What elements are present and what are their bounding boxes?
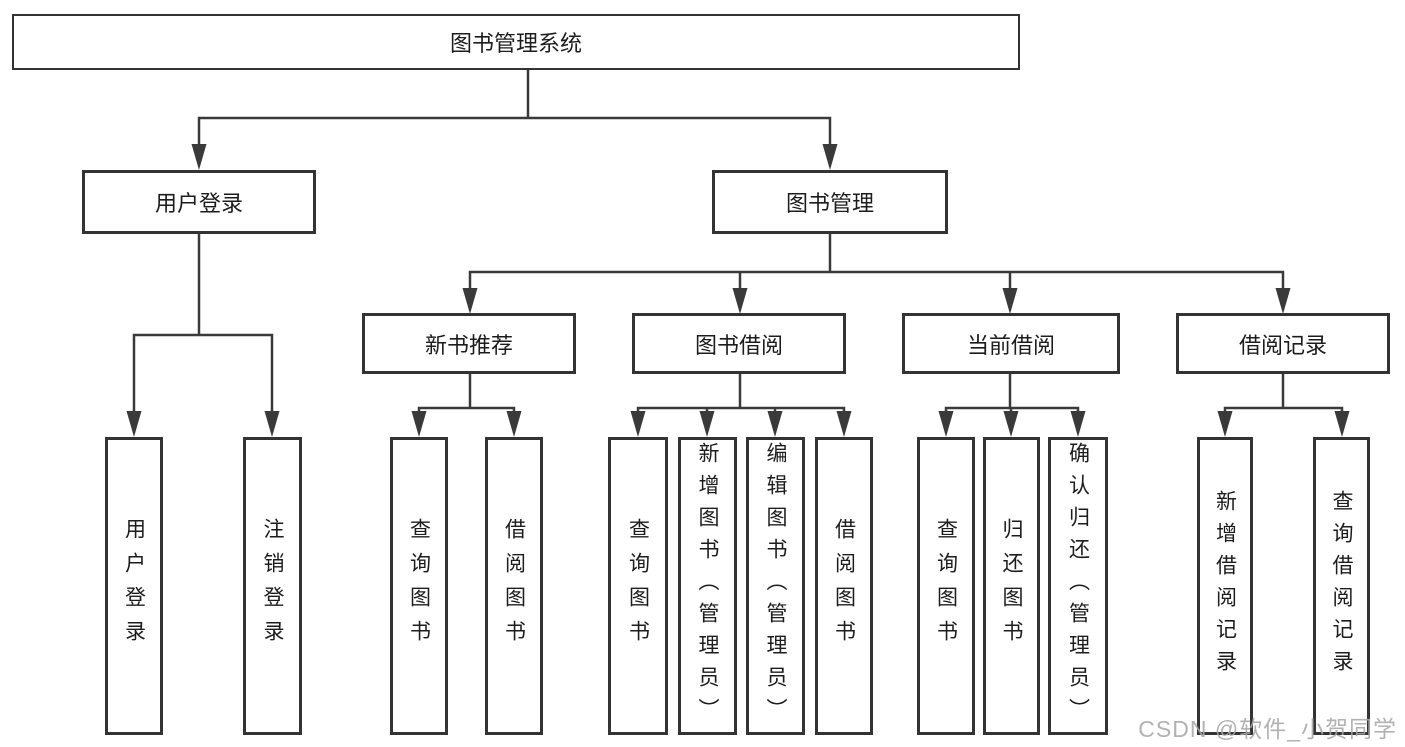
- leaf-label: 新增图书（管理员）: [696, 442, 719, 730]
- leaf-label: 确认归还（管理员）: [1066, 442, 1090, 730]
- leaf-query-books-recommendation: 查询图书: [390, 437, 448, 735]
- arrowhead: [1002, 288, 1018, 314]
- leaf-user-login: 用户登录: [105, 437, 163, 735]
- connector-current-borrow-group: [944, 372, 1080, 417]
- leaf-query-borrow-record: 查询借阅记录: [1313, 437, 1370, 735]
- arrowhead: [1217, 411, 1233, 437]
- arrowhead: [264, 411, 280, 437]
- leaf-edit-books-admin: 编辑图书（管理员）: [746, 437, 805, 735]
- node-new-book-recommendation: 新书推荐: [362, 313, 576, 374]
- arrowheads: [126, 144, 1350, 437]
- node-book-management: 图书管理: [712, 170, 948, 234]
- leaf-label: 借阅图书: [502, 518, 526, 654]
- node-current-borrowing: 当前借阅: [902, 313, 1120, 374]
- leaf-label: 查询图书: [934, 518, 958, 654]
- arrowhead: [630, 411, 646, 437]
- leaf-query-books-borrowing: 查询图书: [608, 437, 668, 735]
- arrowhead: [699, 411, 715, 437]
- arrowhead: [1070, 411, 1086, 437]
- arrowhead: [191, 144, 207, 170]
- arrowhead: [1334, 411, 1350, 437]
- arrowhead: [836, 411, 852, 437]
- leaf-return-books: 归还图书: [983, 437, 1040, 735]
- leaf-add-borrow-record: 新增借阅记录: [1197, 437, 1253, 735]
- connector-book-borrow-group: [636, 372, 846, 417]
- node-label: 新书推荐: [424, 332, 513, 358]
- leaf-label: 注销登录: [261, 518, 284, 654]
- connector-paths: [132, 68, 1344, 417]
- leaf-confirm-return-admin: 确认归还（管理员）: [1048, 437, 1108, 735]
- connector-new-book-group: [417, 372, 516, 417]
- arrowhead: [822, 144, 838, 170]
- leaf-borrow-books: 借阅图书: [815, 437, 873, 735]
- node-label: 用户登录: [154, 191, 243, 216]
- leaf-label: 查询图书: [626, 518, 650, 654]
- leaf-label: 借阅图书: [832, 518, 856, 654]
- leaf-label: 编辑图书（管理员）: [764, 442, 787, 730]
- arrowhead: [1003, 411, 1019, 437]
- leaf-label: 归还图书: [1000, 518, 1023, 654]
- node-book-borrowing: 图书借阅: [632, 313, 846, 374]
- arrowhead: [1275, 288, 1291, 314]
- leaf-borrow-books-recommendation: 借阅图书: [485, 437, 543, 735]
- arrowhead: [506, 411, 522, 437]
- connector-borrow-record-group: [1223, 372, 1344, 417]
- node-label: 图书管理: [785, 191, 874, 216]
- leaf-label: 用户登录: [122, 518, 146, 654]
- connector-user-login-group: [132, 232, 274, 417]
- arrowhead: [732, 288, 748, 314]
- leaf-label: 查询借阅记录: [1330, 490, 1353, 682]
- leaf-label: 查询图书: [407, 518, 431, 654]
- node-label: 当前借阅: [966, 332, 1055, 358]
- leaf-logout: 注销登录: [243, 437, 302, 735]
- leaf-add-books-admin: 新增图书（管理员）: [678, 437, 737, 735]
- arrowhead: [462, 288, 478, 314]
- node-library-management-system: 图书管理系统: [12, 14, 1020, 70]
- leaf-query-books-current: 查询图书: [917, 437, 975, 735]
- csdn-watermark: CSDN @软件_小贺同学: [1138, 716, 1397, 742]
- node-label: 图书管理系统: [449, 31, 582, 56]
- connector-root: [197, 68, 832, 150]
- node-label: 图书借阅: [694, 332, 783, 358]
- arrowhead: [411, 411, 427, 437]
- arrowhead: [767, 411, 783, 437]
- node-borrowing-records: 借阅记录: [1176, 313, 1390, 374]
- arrowhead: [938, 411, 954, 437]
- arrowhead: [126, 411, 142, 437]
- node-label: 借阅记录: [1238, 332, 1327, 358]
- connector-book-mgmt-group: [468, 232, 1285, 294]
- node-user-login: 用户登录: [82, 170, 316, 234]
- leaf-label: 新增借阅记录: [1213, 490, 1237, 682]
